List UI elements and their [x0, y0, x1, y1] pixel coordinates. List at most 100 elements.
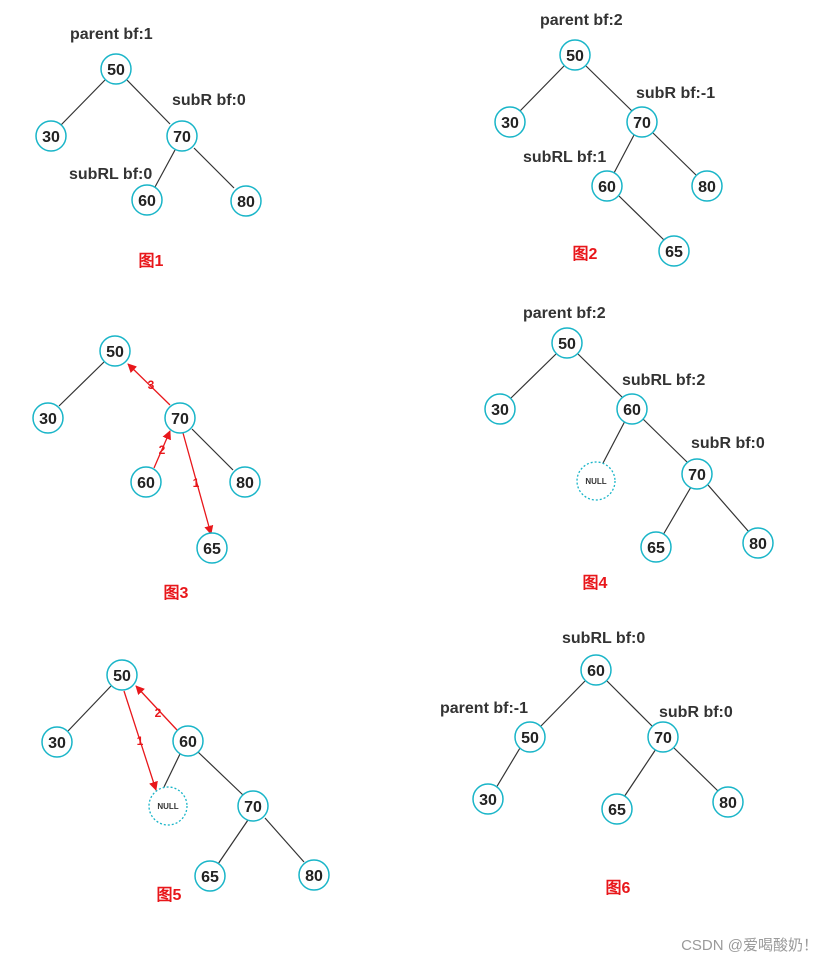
tree-node-circle [229, 466, 261, 498]
edge [577, 353, 623, 398]
tree-node-circle [472, 783, 504, 815]
tree-node-value: 80 [305, 868, 323, 885]
tree-node-value: 80 [237, 194, 255, 211]
edge [618, 195, 665, 241]
edge [672, 746, 719, 792]
tree-node-circle [130, 466, 162, 498]
tree-node-value: 50 [558, 336, 576, 353]
subrl-bf-label: subRL bf:1 [523, 149, 606, 166]
edge [191, 428, 234, 471]
tree-node-value: 30 [479, 792, 497, 809]
edge [217, 819, 249, 865]
figure-caption: 图6 [606, 879, 631, 897]
parent-bf-label: parent bf:-1 [440, 700, 528, 717]
tree-node-value: 30 [39, 411, 57, 428]
edge [193, 147, 235, 189]
subr-bf-label: subR bf:-1 [636, 85, 715, 102]
tree-node-value: 50 [107, 62, 125, 79]
tree-node-value: 60 [587, 663, 605, 680]
edge [707, 484, 750, 533]
edge [642, 418, 688, 463]
rotation-arrow [127, 363, 171, 406]
tree-node-circle [484, 393, 516, 425]
tree-node-circle [131, 184, 163, 216]
parent-bf-label: parent bf:1 [70, 26, 153, 43]
tree-node-value: 50 [521, 730, 539, 747]
tree-node-circle [230, 185, 262, 217]
figure-1: 50 30 70 60 80 parent bf:1 subR bf:0 sub… [35, 26, 262, 270]
tree-node-value: 70 [173, 129, 191, 146]
figure-caption: 图1 [139, 252, 164, 270]
tree-node-circle [164, 402, 196, 434]
subr-bf-label: subR bf:0 [659, 704, 733, 721]
tree-node-value: 30 [501, 115, 519, 132]
figure-3: 3 2 1 50 30 70 60 80 65 图3 [32, 335, 261, 602]
rotation-arrow [153, 430, 171, 469]
arrow-step-label: 1 [193, 476, 200, 490]
tree-node-value: 80 [698, 179, 716, 196]
edge [519, 65, 565, 112]
tree-node-circle [580, 654, 612, 686]
tree-node-circle [626, 106, 658, 138]
edge [154, 149, 176, 188]
null-node-label: NULL [585, 477, 606, 486]
tree-node-circle [166, 120, 198, 152]
tree-node-circle [742, 527, 774, 559]
edge [585, 65, 633, 112]
edge [606, 680, 653, 727]
figure-caption: 图3 [164, 584, 189, 602]
tree-node-circle [658, 235, 690, 267]
tree-node-value: 80 [719, 795, 737, 812]
tree-node-circle [494, 106, 526, 138]
arrow-step-label: 2 [159, 443, 166, 457]
tree-node-circle [640, 531, 672, 563]
parent-bf-label: parent bf:2 [540, 12, 623, 29]
tree-node-value: 50 [106, 344, 124, 361]
edge [613, 134, 635, 174]
null-node-circle [148, 786, 188, 826]
tree-node-circle [196, 532, 228, 564]
watermark: CSDN @爱喝酸奶！ [681, 937, 818, 954]
tree-node-circle [172, 725, 204, 757]
figure-4: 50 30 60 NULL 70 65 80 parent bf:2 subRL… [484, 305, 774, 592]
tree-node-value: 30 [42, 129, 60, 146]
figure-6: 60 50 70 30 65 80 subRL bf:0 parent bf:-… [440, 630, 744, 897]
subr-bf-label: subR bf:0 [691, 435, 765, 452]
tree-node-value: 70 [171, 411, 189, 428]
figure-caption: 图2 [573, 245, 598, 263]
edge [601, 420, 626, 466]
tree-node-circle [194, 860, 226, 892]
tree-node-circle [681, 458, 713, 490]
rotation-arrow [135, 685, 178, 731]
figure-2: 50 30 70 60 80 65 parent bf:2 subR bf:-1… [494, 12, 723, 267]
null-node-label: NULL [157, 802, 178, 811]
tree-node-circle [616, 393, 648, 425]
tree-node-value: 30 [48, 735, 66, 752]
arrow-step-label: 3 [148, 378, 155, 392]
tree-node-circle [35, 120, 67, 152]
tree-node-value: 65 [203, 541, 221, 558]
edge [60, 79, 106, 126]
edge [126, 79, 171, 125]
figure-caption: 图4 [583, 574, 608, 592]
tree-node-circle [32, 402, 64, 434]
tree-node-value: 70 [688, 467, 706, 484]
edge [652, 132, 697, 176]
edge [163, 753, 181, 788]
subrl-bf-label: subRL bf:2 [622, 372, 705, 389]
arrow-step-label: 1 [137, 734, 144, 748]
figure-5: 2 1 50 30 60 NULL 70 65 80 图5 [41, 659, 330, 904]
tree-node-circle [647, 721, 679, 753]
tree-node-value: 60 [598, 179, 616, 196]
edge [197, 751, 244, 796]
tree-node-value: 80 [236, 475, 254, 492]
tree-node-value: 65 [647, 540, 665, 557]
tree-node-value: 70 [633, 115, 651, 132]
tree-node-circle [106, 659, 138, 691]
tree-node-value: 60 [138, 193, 156, 210]
edge [510, 353, 557, 399]
tree-node-circle [691, 170, 723, 202]
subr-bf-label: subR bf:0 [172, 92, 246, 109]
